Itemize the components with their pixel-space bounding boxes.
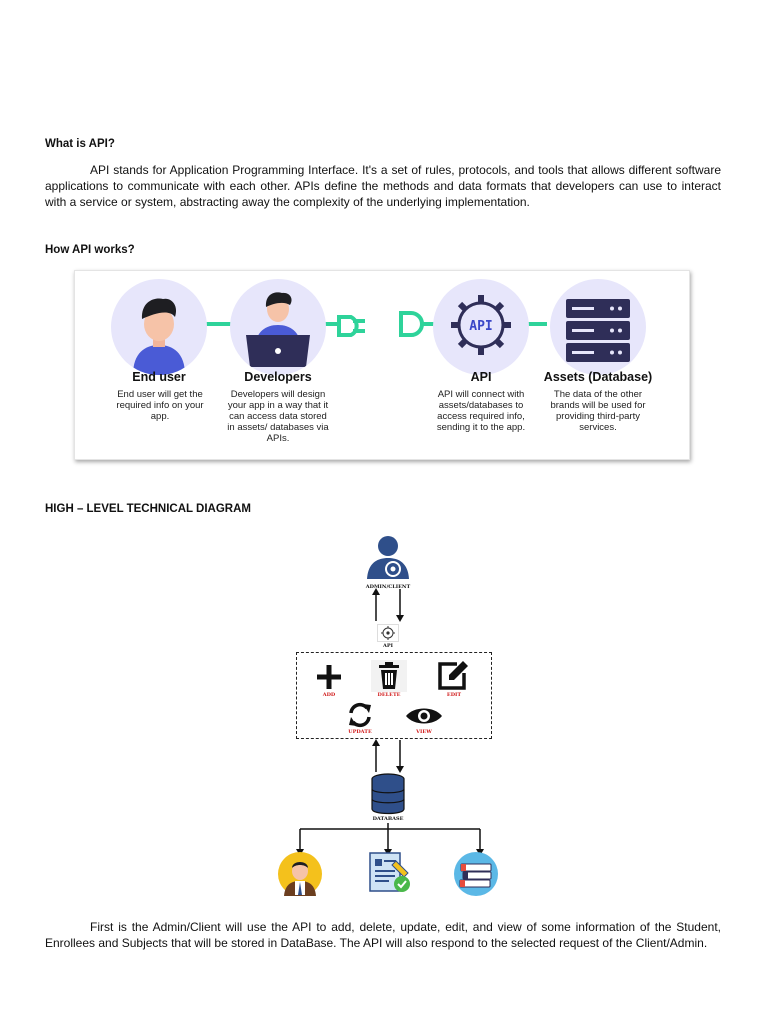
api-circle: API — [433, 279, 529, 375]
refresh-icon — [349, 702, 371, 728]
diagram-explanation-paragraph: First is the Admin/Client will use the A… — [45, 920, 721, 950]
stage-description: The data of the other brands will be use… — [550, 389, 646, 433]
subjects-books-icon — [454, 852, 498, 896]
api-gear-icon: API — [451, 295, 511, 355]
section-heading-how-api-works: How API works? — [45, 244, 135, 256]
stage-title: End user — [132, 370, 186, 384]
client-label: ADMIN/CLIENT — [365, 584, 411, 590]
developer-laptop-icon — [246, 292, 310, 367]
person-icon — [133, 298, 185, 375]
operations-box — [296, 652, 492, 739]
technical-diagram: ADMIN/CLIENT API ADD DELETE EDIT — [260, 525, 520, 905]
assets-database-circle — [550, 279, 646, 375]
stage-description: Developers will design your app in a way… — [227, 389, 329, 444]
api-label: API — [383, 643, 393, 649]
operation-label: EDIT — [446, 692, 462, 698]
plug-icon — [337, 315, 365, 337]
operation-label: VIEW — [416, 729, 432, 735]
server-stack-icon — [566, 299, 630, 362]
operation-label: ADD — [322, 692, 336, 698]
connector-line — [205, 322, 235, 326]
api-database-arrows — [372, 739, 404, 773]
api-icon — [377, 624, 399, 642]
student-icon — [278, 852, 322, 896]
section-heading-technical-diagram: HIGH – LEVEL TECHNICAL DIAGRAM — [45, 503, 251, 515]
operation-label: DELETE — [377, 692, 401, 698]
stage-title: API — [470, 370, 492, 384]
edit-icon — [438, 661, 468, 690]
socket-icon — [399, 311, 431, 337]
client-api-arrows — [372, 588, 404, 622]
how-api-works-figure: End user End user will get the required … — [74, 270, 690, 460]
section-heading-what-is-api: What is API? — [45, 138, 115, 150]
stage-description: End user will get the required info on y… — [116, 389, 204, 422]
database-icon — [371, 773, 405, 815]
developers-circle — [230, 279, 326, 375]
intro-paragraph: API stands for Application Programming I… — [45, 163, 721, 209]
add-icon — [317, 665, 341, 689]
connector-line — [527, 322, 547, 326]
operation-label: UPDATE — [348, 729, 372, 735]
stage-title: Assets (Database) — [543, 370, 653, 384]
database-label: DATABASE — [372, 816, 404, 822]
end-user-circle — [111, 279, 207, 375]
api-badge: API — [469, 319, 492, 334]
stage-description: API will connect with assets/databases t… — [436, 389, 526, 433]
connector-line — [325, 322, 339, 326]
stage-title: Developers — [244, 370, 312, 384]
enrollee-form-icon — [369, 852, 410, 892]
eye-icon — [406, 708, 442, 724]
admin-client-icon — [367, 536, 409, 579]
trash-icon — [379, 662, 399, 689]
